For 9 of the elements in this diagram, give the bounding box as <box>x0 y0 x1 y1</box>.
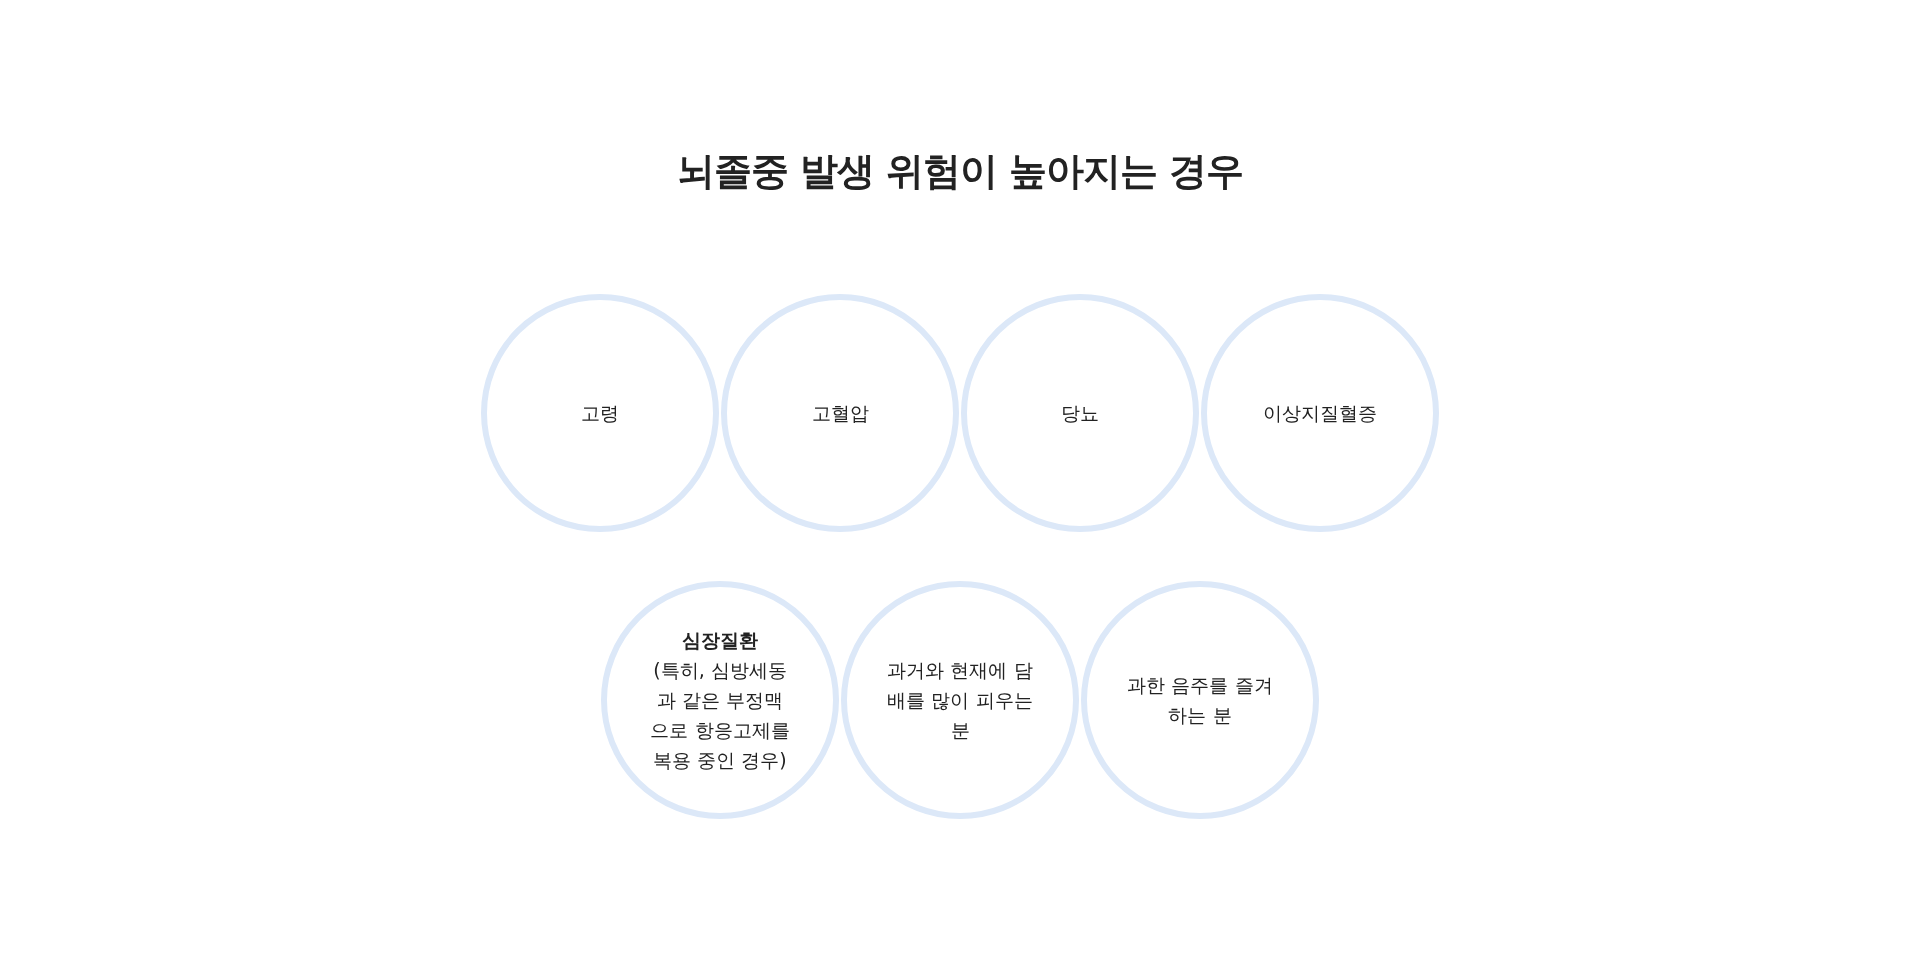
node-heading: 심장질환 <box>682 628 758 653</box>
node-text: 고혈압 <box>811 401 869 426</box>
node-text: 과거와 현재에 담배를 많이 피우는 분 <box>886 658 1034 743</box>
node-text: (특히, 심방세동과 같은 부정맥으로 항응고제를 복용 중인 경우) <box>650 658 790 773</box>
node-text: 이상지질혈증 <box>1263 401 1377 426</box>
node-text: 당뇨 <box>1061 401 1099 426</box>
node-text: 과한 음주를 즐겨하는 분 <box>1126 673 1274 728</box>
node-text: 고령 <box>581 401 619 426</box>
title: 뇌졸중 발생 위험이 높아지는 경우 <box>675 148 1245 195</box>
